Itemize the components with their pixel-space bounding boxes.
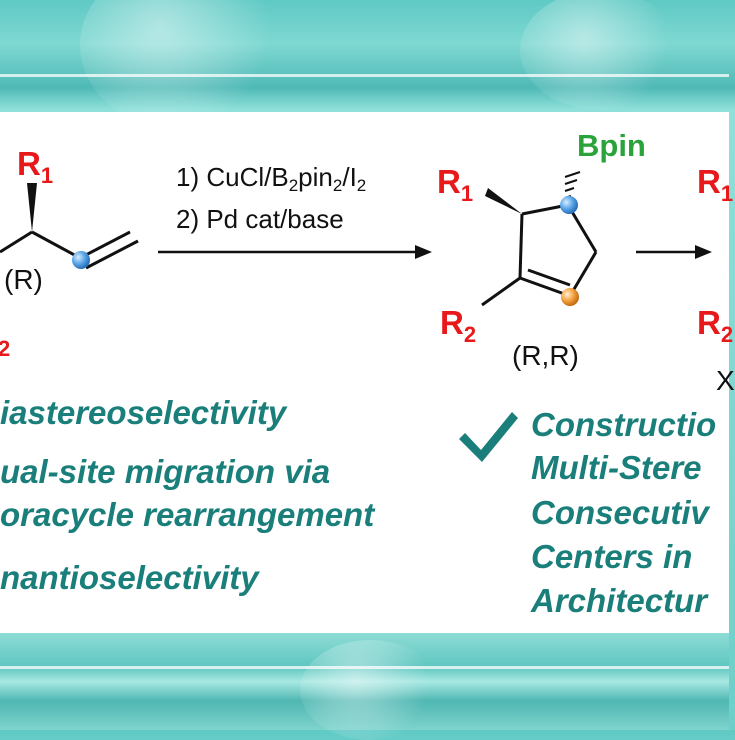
- reaction-arrow-2: [636, 245, 712, 259]
- reaction-scheme-drawing: [0, 171, 712, 462]
- feature-right-2: Multi-Stere: [531, 449, 702, 486]
- middle-molecule-bonds: [481, 203, 598, 307]
- bpin-label: Bpin: [577, 128, 646, 163]
- right-r1-label: R1: [697, 163, 734, 206]
- background-bubble: [300, 640, 440, 740]
- middle-r1-label: R1: [437, 163, 474, 206]
- feature-right-1: Constructio: [531, 406, 717, 443]
- middle-r2-label: R2: [440, 304, 477, 347]
- left-r1-label: R1: [17, 145, 54, 188]
- left-blue-atom: [72, 251, 90, 269]
- left-molecule-bonds: [0, 230, 139, 270]
- middle-hashed-bond: [564, 171, 581, 199]
- feature-right-4: Centers in: [531, 538, 693, 575]
- left-stereo-label: (R): [4, 264, 43, 295]
- background-stripe: [0, 666, 729, 669]
- feature-left-2: ual-site migration via: [0, 453, 331, 490]
- middle-stereo-label: (R,R): [512, 340, 579, 371]
- middle-wedge-bond: [485, 188, 522, 214]
- middle-blue-atom: [560, 196, 578, 214]
- feature-right-5: Architectur: [531, 582, 708, 619]
- condition-step-2: 2) Pd cat/base: [176, 204, 344, 234]
- reaction-arrow-1: [158, 245, 432, 259]
- background-bubble: [520, 0, 680, 110]
- right-r2-label: R2: [697, 304, 734, 347]
- scheme-panel: [0, 112, 729, 633]
- condition-step-1: 1) CuCl/B2pin2/I2: [176, 162, 367, 195]
- background-bottom-band: [0, 633, 729, 730]
- right-x-label: X: [716, 365, 735, 396]
- feature-left-1: iastereoselectivity: [0, 394, 287, 431]
- left-r2-label: 2: [0, 336, 11, 361]
- feature-left-4: nantioselectivity: [0, 559, 259, 596]
- middle-orange-atom: [561, 288, 579, 306]
- feature-left-3: oracycle rearrangement: [0, 496, 375, 533]
- feature-right-3: Consecutiv: [531, 494, 709, 531]
- left-wedge-bond: [27, 183, 37, 232]
- background-stripe: [0, 74, 729, 77]
- checkmark-icon: [459, 412, 518, 462]
- background-bubble: [80, 0, 280, 130]
